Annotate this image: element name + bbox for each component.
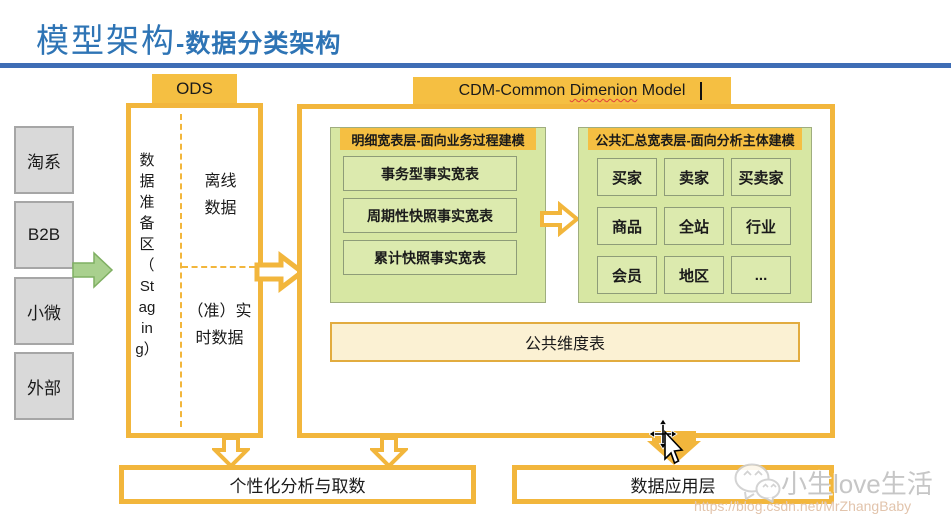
data-application-label: 数据应用层 — [630, 477, 716, 496]
summary-subject-grid: 买家 卖家 买卖家 商品 全站 行业 会员 地区 ... — [597, 158, 791, 294]
fact-table-item: 事务型事实宽表 — [343, 156, 517, 191]
page-title: 模型架构-数据分类架构 — [36, 14, 341, 62]
wechat-icon — [734, 463, 781, 503]
personal-analysis-label: 个性化分析与取数 — [229, 477, 366, 496]
realtime-data-label: （准）实 时数据 — [187, 303, 252, 347]
source-box-b2b: B2B — [14, 201, 74, 269]
summary-layer-header: 公共汇总宽表层-面向分析主体建模 — [588, 128, 802, 150]
move-cursor-icon — [649, 419, 684, 465]
summary-wide-table-layer: 公共汇总宽表层-面向分析主体建模 买家 卖家 买卖家 商品 全站 行业 会员 地… — [578, 127, 812, 303]
title-divider — [0, 63, 951, 68]
subject-cell: ... — [731, 256, 791, 294]
source-label: 小微 — [27, 303, 61, 323]
ods-vertical-dashed-divider — [180, 114, 182, 427]
text-caret — [700, 82, 702, 100]
subject-cell: 买家 — [597, 158, 657, 196]
subject-cell: 地区 — [664, 256, 724, 294]
ods-to-cdm-arrow-icon — [254, 250, 306, 294]
page-title-sub: -数据分类架构 — [176, 30, 342, 58]
source-label: 淘系 — [27, 152, 61, 172]
offline-data-label: 离线 数据 — [204, 173, 237, 217]
personal-analysis-box: 个性化分析与取数 — [119, 465, 476, 504]
source-box-taoxi: 淘系 — [14, 126, 74, 194]
cdm-title: CDM-Common Dimenion Model — [458, 82, 686, 99]
detail-to-summary-arrow-icon — [540, 201, 580, 237]
cdm-title-misspelled-word: Dimenion — [569, 82, 638, 99]
subject-cell: 商品 — [597, 207, 657, 245]
fact-table-item: 累计快照事实宽表 — [343, 240, 517, 275]
source-box-waibu: 外部 — [14, 352, 74, 420]
staging-area-label: 数 据 准 备 区 （ St ag in g） — [135, 152, 159, 358]
cdm-header: CDM-Common Dimenion Model — [413, 77, 731, 105]
ods-horizontal-dashed-divider — [182, 266, 255, 268]
watermark-name: 小生love生活 — [781, 469, 933, 499]
source-label: B2B — [27, 225, 61, 244]
subject-cell: 全站 — [664, 207, 724, 245]
ods-to-analysis-arrow-icon — [212, 436, 250, 468]
ods-header: ODS — [152, 74, 237, 104]
fact-table-item: 周期性快照事实宽表 — [343, 198, 517, 233]
subject-cell: 会员 — [597, 256, 657, 294]
sources-to-ods-arrow-icon — [72, 251, 114, 289]
subject-cell: 买卖家 — [731, 158, 791, 196]
ods-label: ODS — [176, 79, 213, 98]
cdm-container: 明细宽表层-面向业务过程建模 事务型事实宽表 周期性快照事实宽表 累计快照事实宽… — [297, 104, 835, 438]
page-title-main: 模型架构 — [36, 24, 176, 60]
cdm-to-analysis-arrow-icon — [370, 436, 408, 468]
common-dimension-table: 公共维度表 — [330, 322, 800, 362]
source-box-xiaowei: 小微 — [14, 277, 74, 345]
subject-cell: 卖家 — [664, 158, 724, 196]
detail-wide-table-layer: 明细宽表层-面向业务过程建模 事务型事实宽表 周期性快照事实宽表 累计快照事实宽… — [330, 127, 546, 303]
detail-layer-header: 明细宽表层-面向业务过程建模 — [340, 128, 536, 150]
subject-cell: 行业 — [731, 207, 791, 245]
source-label: 外部 — [27, 378, 61, 398]
ods-container: 数 据 准 备 区 （ St ag in g） 离线 数据 （准）实 时数据 — [126, 103, 263, 438]
data-application-box: 数据应用层 — [512, 465, 834, 504]
watermark-url: https://blog.csdn.net/MrZhangBaby — [694, 498, 912, 514]
